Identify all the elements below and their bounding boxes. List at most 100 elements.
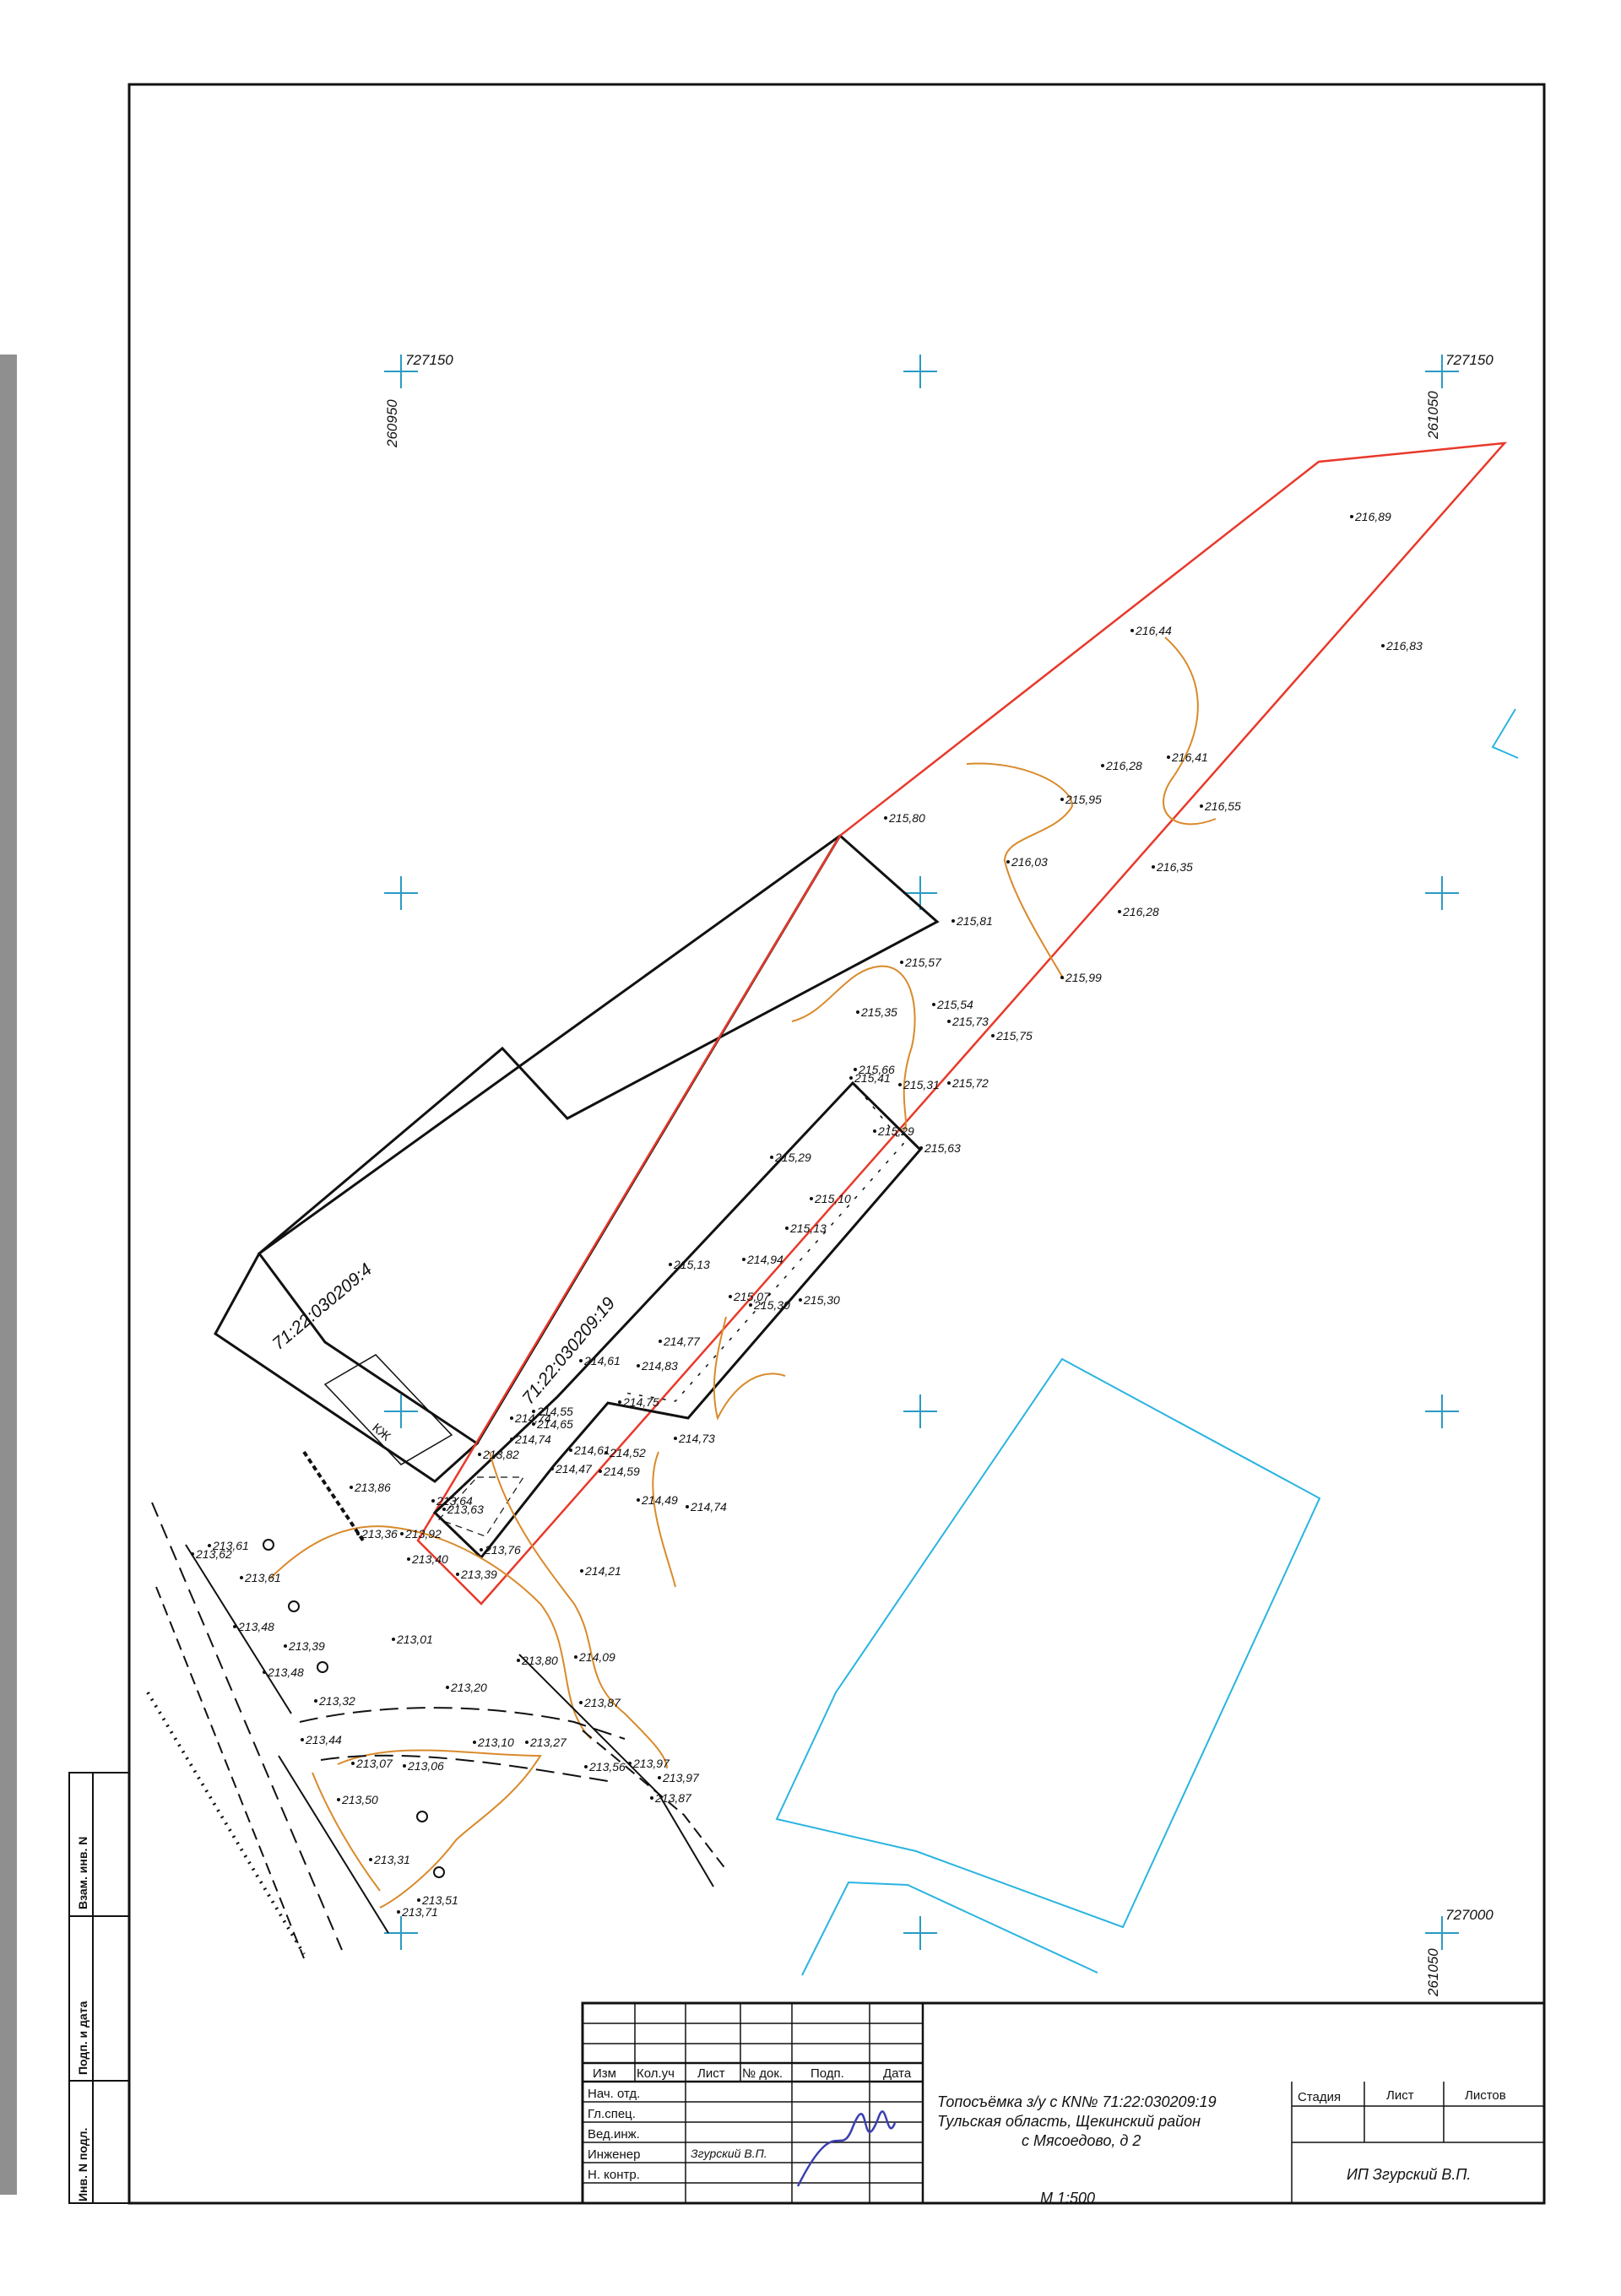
elevation-label: 213,61 xyxy=(244,1571,281,1584)
elevation-label: 213,97 xyxy=(632,1757,670,1770)
tree-icon xyxy=(317,1661,328,1673)
tree-icon xyxy=(263,1539,274,1551)
elevation-point xyxy=(884,816,887,820)
elevation-mark: 213,39 xyxy=(284,1639,325,1653)
elevation-label: 214,47 xyxy=(555,1462,593,1476)
title-block-frame xyxy=(581,2001,1546,2205)
elevation-point xyxy=(392,1638,395,1641)
contour-line xyxy=(652,1451,676,1588)
elevation-point xyxy=(932,1003,935,1006)
elevation-point xyxy=(1060,976,1064,979)
subject-parcel-boundary xyxy=(416,441,1508,1606)
contour-line xyxy=(269,1525,592,1740)
elevation-mark: 216,41 xyxy=(1167,750,1208,764)
engineer-signature xyxy=(796,2110,897,2187)
elevation-mark: 215,63 xyxy=(919,1141,961,1155)
tb-col-kol: Кол.уч xyxy=(637,2066,675,2081)
elevation-label: 215,13 xyxy=(789,1221,827,1235)
elevation-label: 215,66 xyxy=(858,1063,895,1076)
elevation-mark: 215,30 xyxy=(749,1298,790,1312)
elevation-mark: 215,29 xyxy=(770,1151,811,1164)
elevation-label: 215,31 xyxy=(903,1078,940,1091)
elevation-label: 214,74 xyxy=(514,1411,551,1425)
elevation-point xyxy=(749,1303,752,1307)
elevation-label: 213,48 xyxy=(237,1620,274,1633)
elevation-label: 215,41 xyxy=(854,1071,891,1085)
elevation-point xyxy=(1060,798,1064,801)
elevation-mark: 214,61 xyxy=(579,1354,621,1367)
side-stamp-frame xyxy=(68,1772,130,2204)
elevation-mark: 214,59 xyxy=(599,1465,640,1478)
elevation-mark: 215,75 xyxy=(991,1029,1033,1042)
elevation-mark: 216,03 xyxy=(1006,855,1048,869)
elevation-label: 213,63 xyxy=(447,1503,484,1516)
elevation-point xyxy=(810,1197,813,1200)
tb-company: ИП Згурский В.П. xyxy=(1347,2166,1471,2183)
contour-line xyxy=(312,1772,381,1892)
elevation-mark: 216,28 xyxy=(1101,759,1142,772)
elevation-mark: 213,97 xyxy=(658,1771,700,1784)
elevation-mark: 213,36 xyxy=(356,1527,398,1541)
elevation-point xyxy=(532,1410,535,1413)
contour-lines xyxy=(269,636,1217,1909)
elevation-label: 216,89 xyxy=(1354,510,1391,523)
elevation-mark: 213,86 xyxy=(350,1481,391,1494)
elevation-mark: 214,73 xyxy=(674,1432,715,1445)
elevation-mark: 213,61 xyxy=(240,1571,281,1584)
elevation-label: 214,61 xyxy=(583,1354,621,1367)
elevation-point xyxy=(849,1076,853,1080)
tb-col-list: Лист xyxy=(697,2066,725,2081)
contour-line xyxy=(966,762,1074,980)
tree-icon xyxy=(433,1866,445,1878)
side-stamp-vzam: Взам. инв. N xyxy=(76,1837,89,1909)
elevation-point xyxy=(1118,910,1121,913)
elevation-mark: 214,94 xyxy=(742,1253,783,1266)
elevation-label: 213,80 xyxy=(521,1654,558,1667)
elevation-point xyxy=(446,1686,449,1689)
elevation-mark: 213,01 xyxy=(392,1633,433,1646)
elevation-label: 216,28 xyxy=(1105,759,1142,772)
road-centerline xyxy=(299,1707,626,1740)
elevation-label: 213,32 xyxy=(318,1694,355,1708)
elevation-point xyxy=(669,1263,672,1266)
elevation-label: 215,10 xyxy=(814,1192,851,1205)
tb-col-stadia: Стадия xyxy=(1298,2090,1341,2104)
scan-shadow xyxy=(0,355,17,2195)
elevation-point xyxy=(208,1544,211,1547)
road-edge-dashed xyxy=(155,1586,305,1959)
tree-icon xyxy=(288,1600,300,1612)
elevation-point xyxy=(525,1741,529,1744)
elevation-point xyxy=(991,1034,995,1037)
elevation-mark: 213,76 xyxy=(480,1543,521,1557)
elevation-mark: 213,80 xyxy=(517,1654,558,1667)
elevation-point xyxy=(550,1467,554,1470)
elevation-point xyxy=(240,1576,243,1579)
elevation-label: 213,01 xyxy=(396,1633,433,1646)
road-edge-dashed xyxy=(151,1502,343,1951)
elevation-label: 215,13 xyxy=(673,1258,710,1271)
elevation-point xyxy=(478,1453,481,1456)
elevation-label: 216,03 xyxy=(1011,855,1048,869)
elevation-mark: 213,92 xyxy=(400,1527,442,1541)
elevation-label: 215,80 xyxy=(888,811,925,825)
elevation-mark: 216,35 xyxy=(1152,860,1193,874)
elevation-point xyxy=(337,1798,340,1801)
grid-cross xyxy=(903,1394,937,1428)
elevation-point xyxy=(579,1701,583,1704)
elevation-label: 214,75 xyxy=(622,1395,659,1409)
contour-line xyxy=(1163,636,1217,826)
elevation-point xyxy=(532,1422,535,1426)
side-stamp-podp: Подп. и дата xyxy=(76,2001,89,2075)
elevation-point xyxy=(510,1416,513,1420)
elevation-mark: 215,73 xyxy=(947,1015,989,1028)
elevation-mark: 213,39 xyxy=(456,1568,497,1581)
elevation-point xyxy=(356,1532,360,1535)
elevation-mark: 215,29 xyxy=(873,1124,914,1138)
elevation-mark: 215,13 xyxy=(785,1221,827,1235)
elevation-mark: 213,07 xyxy=(351,1757,393,1770)
tb-engineer-name: Згурский В.П. xyxy=(691,2147,767,2160)
elevation-mark: 215,13 xyxy=(669,1258,710,1271)
elevation-label: 214,55 xyxy=(536,1405,573,1418)
fence-posts xyxy=(624,1097,904,1402)
water-zone-line xyxy=(801,1881,1098,1976)
